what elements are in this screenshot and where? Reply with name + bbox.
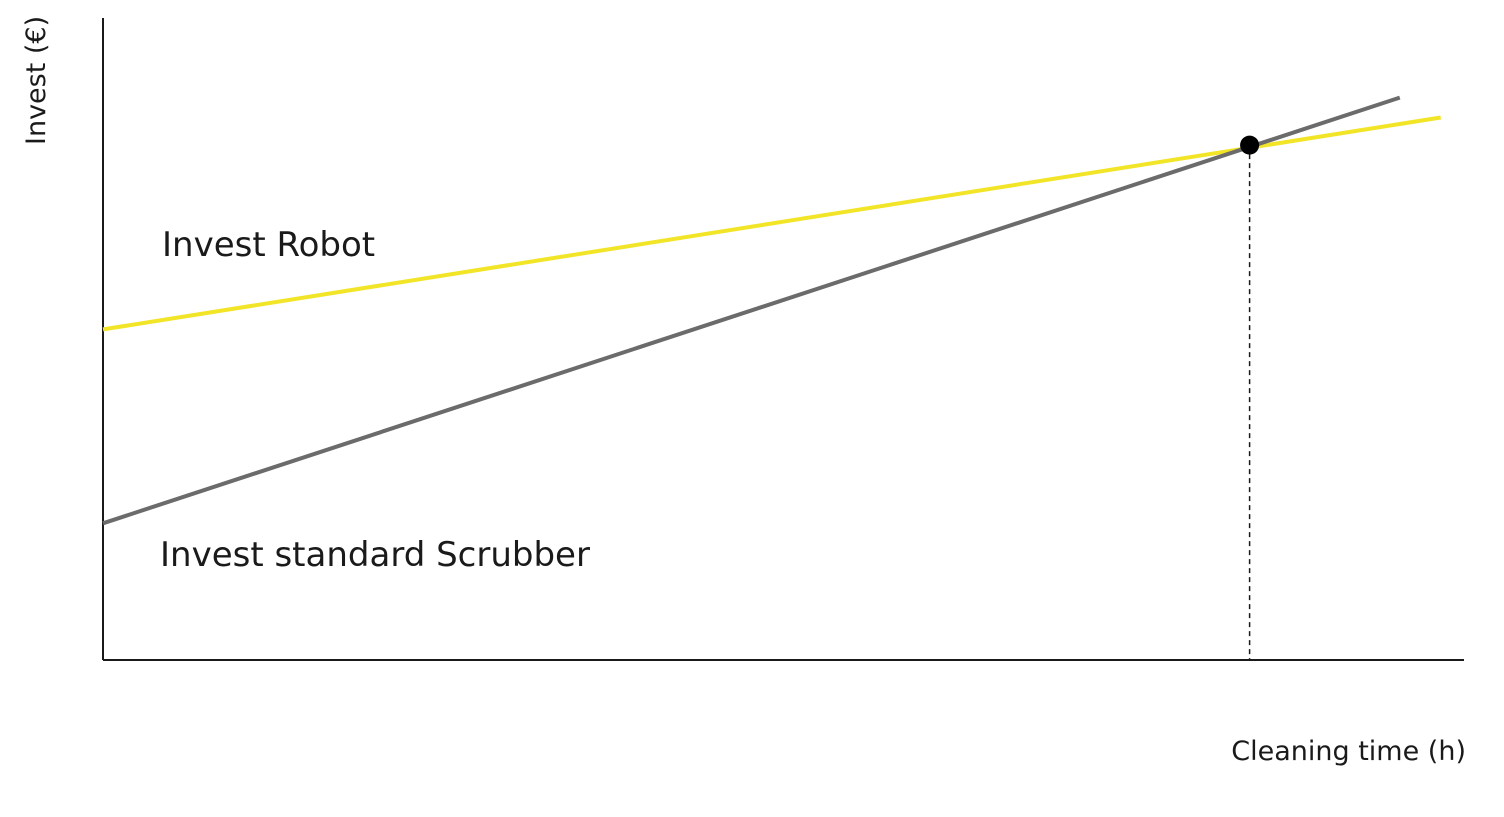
series-label-invest-robot: Invest Robot xyxy=(162,225,375,265)
intersection-point xyxy=(1240,135,1260,155)
axes xyxy=(102,18,1464,661)
x-axis-label: Cleaning time (h) xyxy=(1231,736,1466,767)
series-layer xyxy=(102,95,1442,526)
labels-layer: Invest (€) Cleaning time (h) Invest Robo… xyxy=(21,16,1466,767)
y-axis-label: Invest (€) xyxy=(21,16,52,145)
points-layer xyxy=(1240,135,1260,155)
series-line-invest-robot xyxy=(102,115,1442,332)
series-line-invest-standard-scrubber xyxy=(102,95,1401,526)
series-label-invest-standard-scrubber: Invest standard Scrubber xyxy=(160,535,590,575)
